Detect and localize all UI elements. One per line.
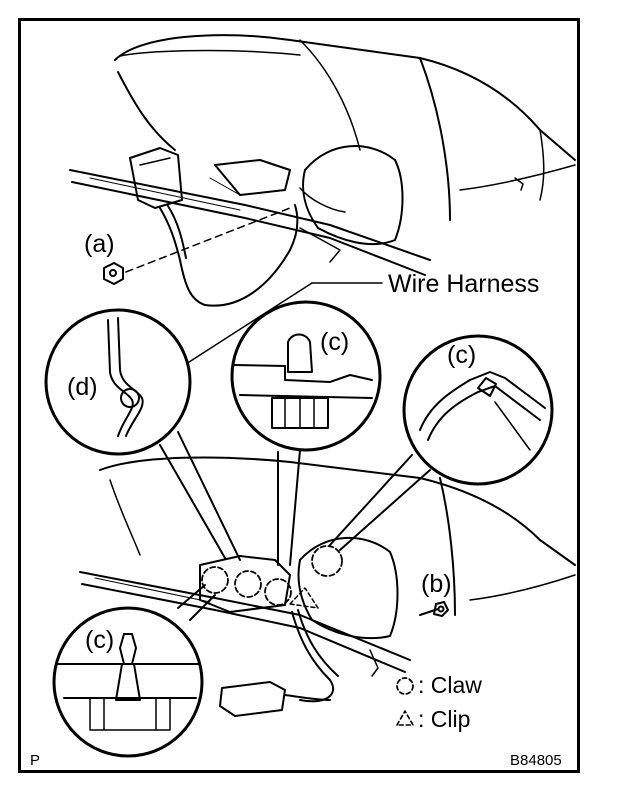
callout-c-left: (c) (85, 626, 115, 654)
figure-id: B84805 (510, 752, 562, 769)
wire-harness-label: Wire Harness (388, 270, 540, 298)
clip-symbol-icon (396, 710, 414, 726)
claw-symbol-icon (396, 677, 414, 695)
detail-circle-c-right (402, 334, 554, 486)
detail-circle-d (44, 308, 192, 456)
legend-claw-label: : Claw (418, 672, 482, 698)
legend-clip-label: : Clip (418, 706, 471, 732)
detail-circle-c-top (230, 300, 382, 452)
bottom-seat-assembly (79, 456, 576, 717)
corner-code: P (30, 752, 41, 769)
callout-a: (a) (84, 230, 115, 258)
callout-c-right: (c) (447, 341, 477, 369)
detail-circle-c-left (52, 606, 204, 758)
top-seat-assembly (69, 34, 576, 307)
callout-d: (d) (67, 373, 98, 401)
callout-b: (b) (421, 570, 452, 598)
callout-c-top: (c) (320, 328, 350, 356)
